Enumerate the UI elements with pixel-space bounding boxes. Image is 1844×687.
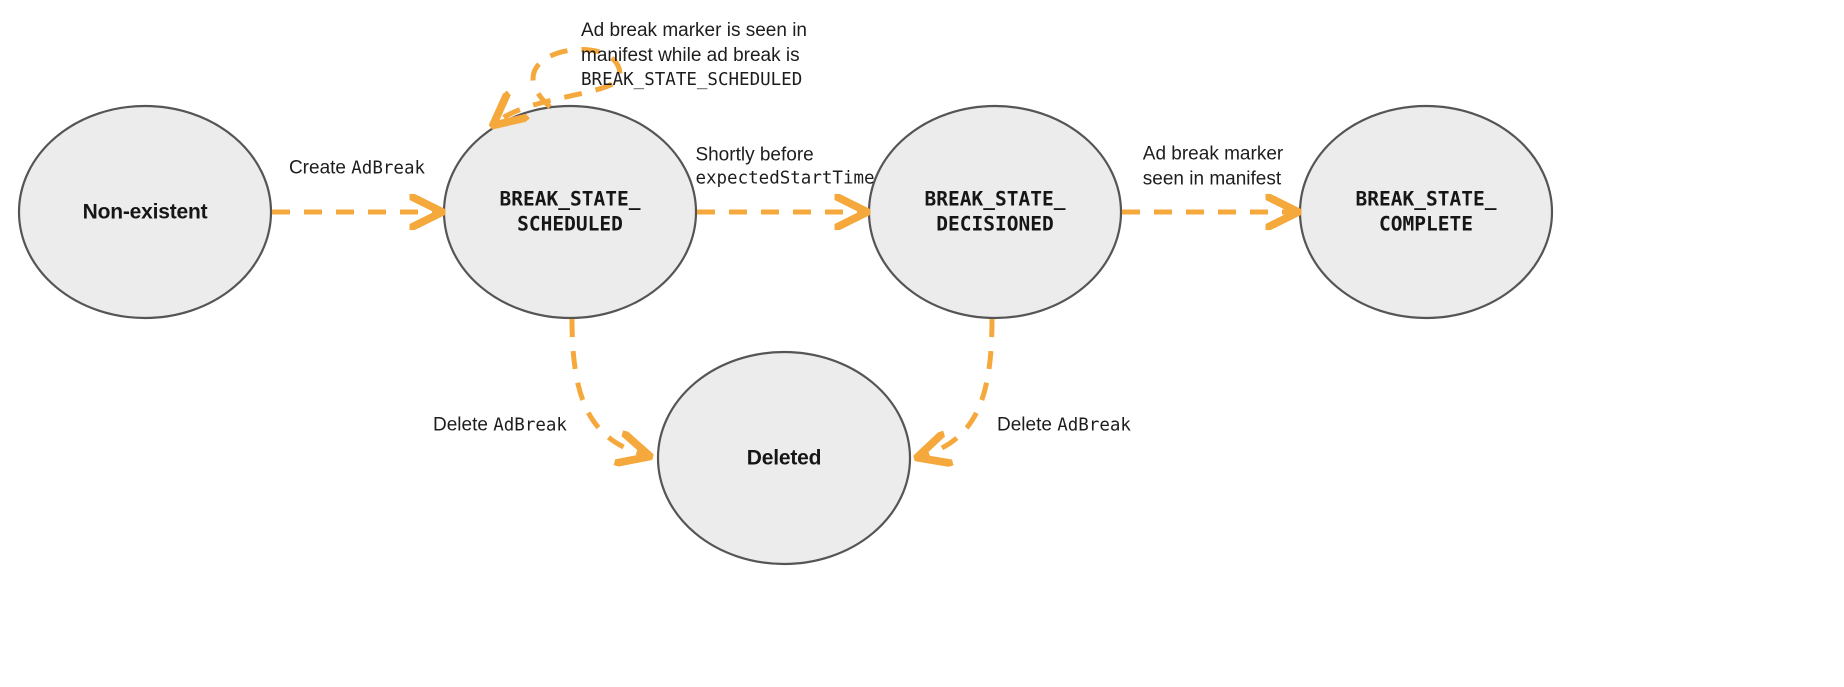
edge-self-loop-scheduled bbox=[497, 47, 623, 122]
node-shape-break-state-complete[interactable] bbox=[1298, 104, 1554, 320]
node-shape-break-state-decisioned[interactable] bbox=[867, 104, 1123, 320]
node-shape-break-state-scheduled[interactable] bbox=[442, 104, 698, 320]
edge-decisioned-to-deleted bbox=[922, 318, 995, 456]
edge-scheduled-to-deleted bbox=[569, 318, 645, 455]
node-shape-non-existent[interactable] bbox=[17, 104, 273, 320]
node-shape-deleted[interactable] bbox=[656, 350, 912, 566]
